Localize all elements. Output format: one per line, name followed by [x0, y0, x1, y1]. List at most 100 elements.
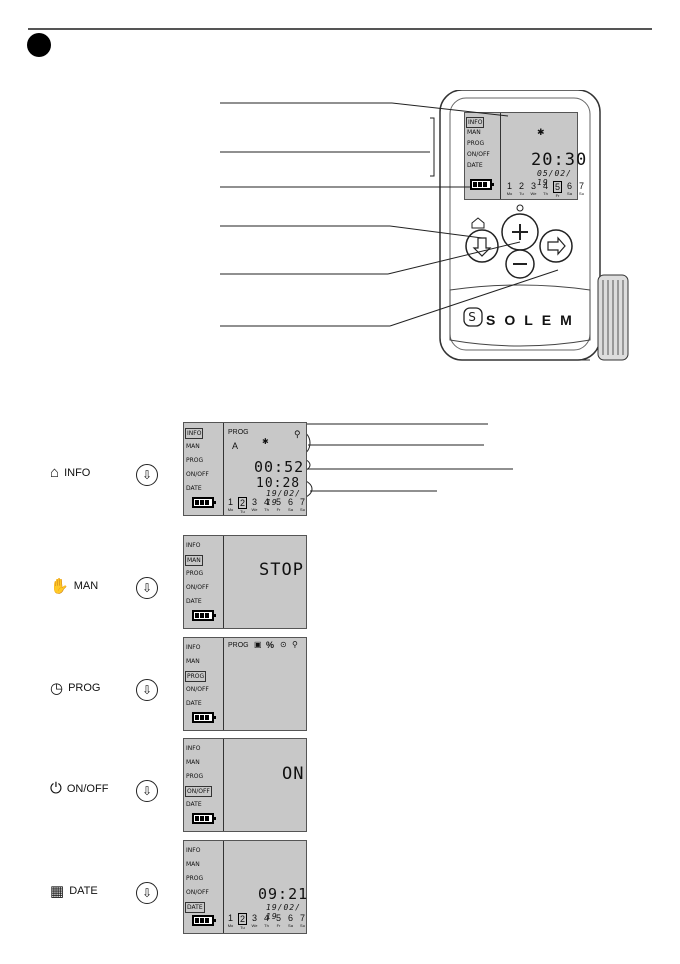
percent-icon: % — [266, 640, 275, 650]
down-arrow-button-icon: ⇩ — [136, 780, 158, 802]
lcd-menu-man: MAN — [186, 658, 200, 665]
calendar-icon: ▣ — [254, 640, 262, 649]
lcd-menu-info: INFO — [186, 847, 201, 854]
lcd-menu-man: MAN — [186, 759, 200, 766]
lcd-menu-info: INFO — [466, 117, 485, 128]
weekday-label: Sa — [288, 507, 293, 512]
weekday-label: Mo — [227, 507, 234, 512]
prog-label: PROG — [228, 642, 249, 649]
weekday-number: 3 — [251, 497, 257, 507]
weekday-label: Tu — [519, 191, 524, 196]
lcd-menu-onoff: ON/OFF — [186, 584, 209, 591]
down-arrow-button-icon: ⇩ — [136, 882, 158, 904]
weekday-label: We — [251, 507, 258, 512]
lcd-menu-date: DATE — [185, 902, 205, 913]
status-text: ON — [282, 764, 305, 784]
lcd-menu-date: DATE — [186, 801, 202, 808]
top-rule — [28, 28, 652, 30]
lcd-menu-info: INFO — [185, 428, 204, 439]
lcd-menu-prog: PROG — [186, 570, 204, 577]
weekday-number: 4 — [263, 497, 269, 507]
home-icon: ⌂ — [50, 464, 60, 481]
bluetooth-icon: ✱ — [537, 127, 545, 137]
lcd-menu-man: MAN — [186, 861, 200, 868]
weekday-number: 3 — [251, 913, 257, 923]
weekday-label: Fr — [276, 923, 281, 928]
weekday-number: 5 — [553, 181, 562, 193]
lcd-menu-info: INFO — [186, 644, 201, 651]
weekday-number: 7 — [578, 181, 584, 191]
svg-text:S: S — [468, 310, 476, 324]
weekday-label: Sa — [567, 191, 572, 196]
tap-icon: ⚲ — [294, 429, 301, 439]
weekday-label: We — [530, 191, 537, 196]
lcd-menu-man: MAN — [186, 443, 200, 450]
battery-icon — [192, 813, 216, 824]
down-arrow-button-icon: ⇩ — [136, 464, 158, 486]
weekday-label: Tu — [240, 925, 245, 930]
weekday-number: 6 — [566, 181, 572, 191]
lcd-menu-date: DATE — [186, 700, 202, 707]
clock-icon: ◷ — [50, 680, 64, 697]
calendar-clock-icon: ▦ — [50, 883, 65, 900]
weekday-label: We — [251, 923, 258, 928]
lcd-menu-onoff: ON/OFF — [186, 686, 209, 693]
weekday-number: 6 — [287, 497, 293, 507]
weekday-label: Mo — [506, 191, 513, 196]
row-label-info: ⌂INFO — [50, 464, 90, 481]
weekday-label: Th — [543, 191, 548, 196]
battery-icon — [192, 497, 216, 508]
time-value: 09:21 — [258, 885, 309, 903]
row-label-text: DATE — [69, 885, 98, 897]
row-label-date: ▦ DATE — [50, 882, 98, 900]
lcd-menu-onoff: ON/OFF — [186, 889, 209, 896]
battery-icon — [192, 712, 216, 723]
lcd-menu-man: MAN — [185, 555, 203, 566]
weekday-label: Mo — [227, 923, 234, 928]
controller-device: S INFO MAN PROG ON/OFF DATE ✱ 20:30 05/0… — [420, 89, 630, 375]
lcd-menu-date: DATE — [467, 162, 483, 169]
lcd-menu-info: INFO — [186, 542, 201, 549]
weekday-label: Tu — [240, 509, 245, 514]
weekday-label: Fr — [555, 193, 560, 198]
time-value: 10:28 — [256, 476, 301, 491]
bluetooth-icon: ✱ — [262, 437, 269, 446]
weekday-number: 5 — [275, 497, 281, 507]
weekday-label: Th — [264, 923, 269, 928]
device-time: 20:30 — [531, 150, 588, 170]
lcd-menu-onoff: ON/OFF — [467, 151, 490, 158]
lcd-menu-date: DATE — [186, 598, 202, 605]
weekday-label: Fr — [276, 507, 281, 512]
prog-label: PROG — [228, 429, 249, 436]
device-date: 05/02/ 19 — [537, 169, 572, 187]
weekday-number: 2 — [518, 181, 524, 191]
step-marker — [27, 33, 51, 57]
row-label-text: ON/OFF — [66, 782, 109, 795]
weekday-label: Su — [300, 923, 305, 928]
